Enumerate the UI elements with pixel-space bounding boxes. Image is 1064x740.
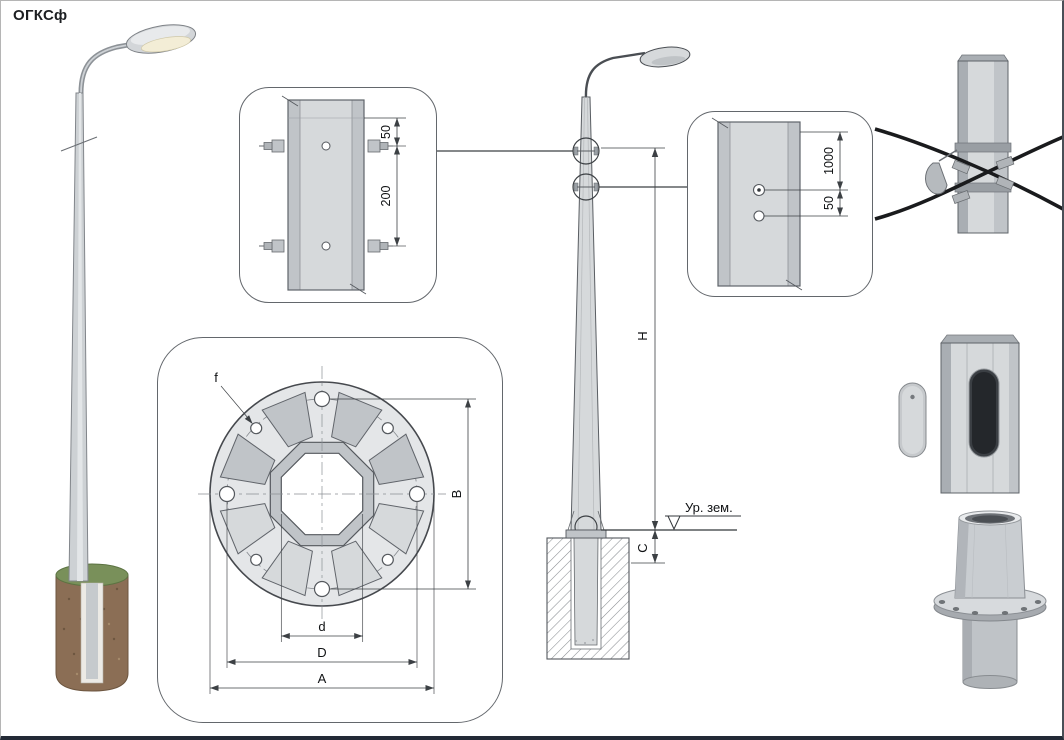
cable [874,135,1062,221]
foundation-section [546,537,630,660]
bolt-hole [381,553,394,566]
dimension-a-label: A [318,671,327,686]
lower-hole [753,210,765,222]
elevation-clamp-rows [573,146,599,192]
foundation-cylinder [55,563,129,692]
bolt-row-lower [259,239,393,253]
cable-clamp-fittings [951,156,1015,204]
embedded-cylinder [962,605,1018,689]
bolt-hole [250,553,263,566]
dimension-f: f [214,370,253,424]
flange-bolt-holes [938,600,1042,615]
gusset-plate [219,433,276,485]
gusset-plate [219,503,276,555]
drawing-title: ОГКСф [13,7,68,24]
pole-section [281,95,367,295]
detail-box-flange-plan: f B d [157,337,503,723]
dimension-1000-label: 1000 [822,147,836,175]
bolt-holes [218,390,426,598]
dimension-b: B [330,398,476,590]
base-tube [954,510,1026,599]
dimension-c: C [631,530,665,564]
dimension-d-inner: d [280,514,364,642]
dimension-f-label: f [214,370,218,385]
bolt-hole [408,485,426,503]
render-flange-base [933,510,1047,689]
pole-in-sleeve [86,583,98,679]
gusset-plate [331,540,383,597]
dimension-50: 50 [364,117,406,147]
render-access-door [898,334,1020,494]
door-opening [968,368,1000,458]
dimension-200: 200 [379,146,406,247]
elevation-luminaire [584,46,691,100]
wedge-clamp [925,149,958,195]
detail-connector-lines [435,150,687,188]
bolt-hole [250,422,263,435]
detail-box-clamp-section: 50 200 [239,87,437,303]
gusset-plate [261,540,313,597]
dimension-50-label: 50 [822,196,836,210]
hole-section-drawing: 1000 50 [711,117,848,291]
elevation-base-flange [565,510,607,539]
break-mark [281,95,299,107]
ground-level-mark: Ур. зем. [601,500,741,531]
dimension-d-bolt-circle: D [226,502,418,668]
elevation-pole-shaft [570,96,602,531]
pole-embedded-part [573,537,599,646]
tube-hollow [972,515,1008,523]
break-mark [60,136,98,152]
cable [874,127,1062,211]
dimension-200-label: 200 [379,186,393,207]
dimension-h-label: H [635,331,650,340]
clamp-band-upper [954,142,1012,153]
pole-section [711,117,803,291]
lamp-head [125,24,197,54]
bolt-hole [218,485,236,503]
clamp-section-drawing: 50 200 [259,95,406,295]
door-cover-plate [898,382,927,458]
cover-hole [910,394,915,400]
lamp-arm [78,40,142,96]
dimension-d-label: d [318,619,325,634]
break-mark [349,283,367,295]
bolt-hole [313,390,331,408]
dimension-h: H [601,147,665,530]
callout-circle-upper [572,137,600,165]
dimension-c-label: C [635,543,650,552]
bolt-hole [381,422,394,435]
render-cable-clamps [874,54,1062,234]
gusset-plate [368,503,425,555]
bolt-hole [313,580,331,598]
bolt-row-upper [259,139,393,153]
break-mark [711,117,729,129]
ground-bolt-hole [752,183,766,197]
gusset-plate [331,391,383,448]
break-mark [785,279,803,291]
gusset-plate [368,433,425,485]
dimension-a-outer: A [209,500,435,694]
dimension-1000: 1000 [765,131,848,191]
dimension-D-label: D [317,645,326,660]
pole-3d-render [55,24,197,692]
gusset-plates [219,391,425,597]
callout-circle-lower [572,173,600,201]
dimension-50-label: 50 [379,125,393,139]
dimension-b-label: B [449,490,464,499]
detail-box-hole-section: 1000 50 [687,111,873,297]
gusset-plate [261,391,313,448]
flange-plan-drawing: f B d [198,366,476,694]
dimension-50: 50 [764,190,848,217]
ground-level-label: Ур. зем. [685,500,733,515]
pole-shaft-3d [60,92,98,582]
